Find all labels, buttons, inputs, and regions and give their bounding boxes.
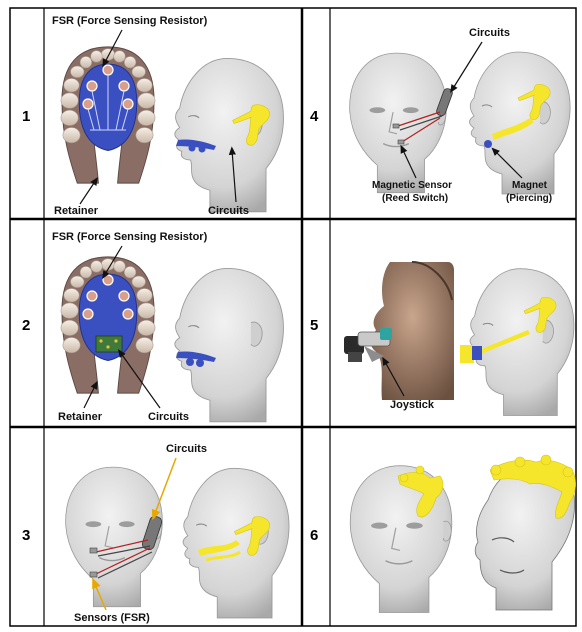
circuit-board (96, 336, 122, 352)
label-piercing: (Piercing) (506, 193, 552, 204)
panel-number-4: 4 (310, 108, 319, 125)
fsr-sensor (90, 572, 97, 577)
panel-number-2: 2 (22, 317, 30, 334)
panel-4: Circuits Magnetic Sensor (Reed Switch) M… (350, 27, 570, 204)
label-magnetic-sensor: Magnetic Sensor (372, 180, 452, 191)
sensor-dot (186, 358, 194, 366)
label-fsr: FSR (Force Sensing Resistor) (52, 15, 208, 27)
joystick-blue (472, 346, 482, 360)
label-fsr: FSR (Force Sensing Resistor) (52, 231, 208, 243)
fsr-sensor (90, 548, 97, 553)
label-circuits: Circuits (148, 411, 189, 423)
label-magnet: Magnet (512, 180, 548, 191)
head-profile (470, 52, 571, 194)
joystick-yellow (460, 345, 474, 363)
sensor-dot (189, 145, 196, 152)
sensor-dot (199, 146, 206, 153)
label-reed-switch: (Reed Switch) (382, 193, 448, 204)
reed-switch (398, 140, 404, 144)
label-circuits: Circuits (469, 27, 510, 39)
panel-number-3: 3 (22, 527, 30, 544)
panel-number-6: 6 (310, 527, 318, 544)
pointer-arrow (452, 42, 482, 90)
panel-6 (350, 455, 575, 612)
head-profile (175, 58, 284, 211)
label-retainer: Retainer (54, 205, 99, 217)
sensor-dot (196, 359, 204, 367)
label-sensors: Sensors (FSR) (74, 612, 150, 624)
pointer-arrow (154, 458, 176, 516)
reed-switch (393, 124, 399, 128)
head-profile (470, 269, 574, 416)
label-circuits: Circuits (208, 205, 249, 217)
panel-2: FSR (Force Sensing Resistor) Retainer Ci… (52, 231, 283, 423)
magnet (484, 140, 492, 148)
label-retainer: Retainer (58, 411, 103, 423)
panel-3: Circuits Sensors (FSR) (66, 443, 289, 624)
panel-number-1: 1 (22, 108, 30, 125)
panel-5: Joystick (344, 262, 574, 415)
label-circuits: Circuits (166, 443, 207, 455)
head-profile (175, 268, 284, 421)
panel-1: FSR (Force Sensing Resistor) Retainer Ci… (52, 15, 283, 217)
panel-number-5: 5 (310, 317, 318, 334)
label-joystick: Joystick (390, 399, 435, 411)
